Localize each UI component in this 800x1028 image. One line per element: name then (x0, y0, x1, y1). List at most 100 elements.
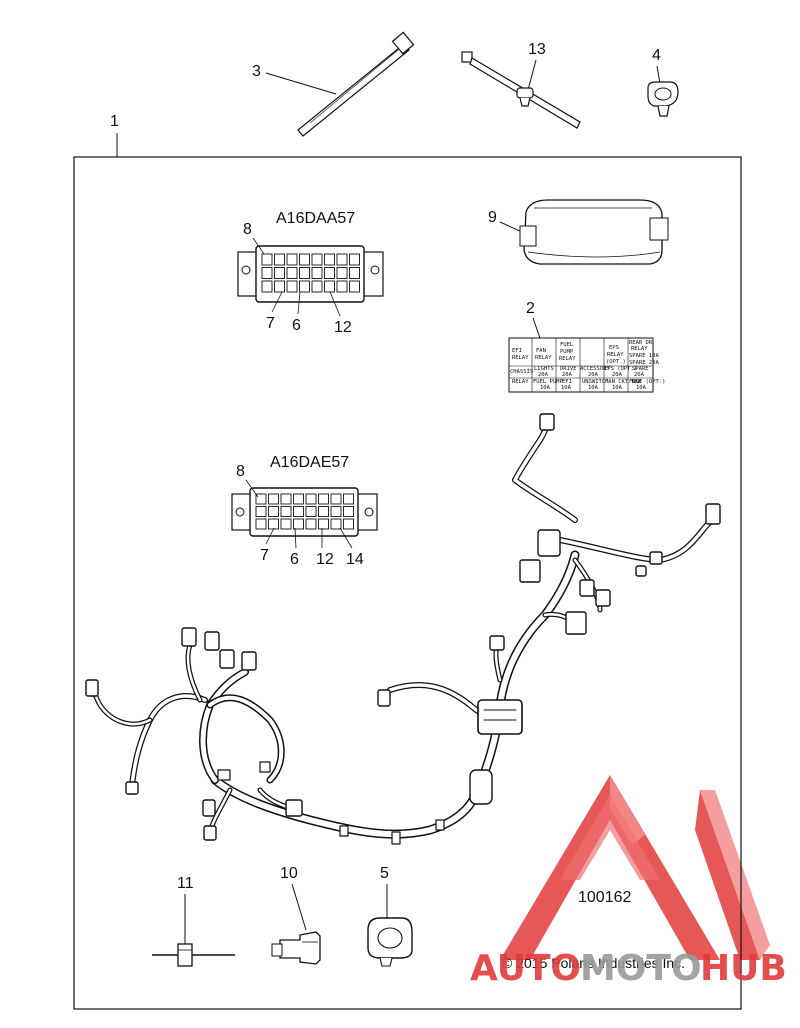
svg-text:RELAY: RELAY (535, 355, 552, 361)
connector-pin (280, 518, 292, 530)
connector-pin (318, 518, 329, 530)
connector-pin (280, 493, 292, 505)
connector-pin (261, 267, 273, 279)
item-4-clip: 4 (647, 47, 679, 117)
connector-pin (343, 506, 354, 517)
svg-text:FAN CKT BKR: FAN CKT BKR (605, 379, 642, 385)
connector-pin (261, 280, 273, 293)
connector-b-label-14: 14 (346, 551, 364, 568)
connector-pin (299, 280, 310, 293)
item-2-fuse-label: 2 EFI RELAY FAN RELAY FUEL PUMP RELAY EP… (508, 300, 665, 393)
connector-a16daa57: A16DAA57 8 7 6 12 (237, 210, 384, 336)
svg-text:(OPT.): (OPT.) (606, 359, 626, 365)
watermark-logo (500, 775, 770, 960)
connector-pin (349, 280, 360, 293)
svg-text:20A: 20A (562, 372, 573, 378)
connector-pin (299, 267, 310, 279)
callout-3-text: 3 (252, 63, 261, 80)
callout-1-text: 1 (110, 113, 119, 130)
callout-4-text: 4 (652, 47, 661, 64)
callout-2-text: 2 (526, 300, 535, 317)
svg-text:CHASSIS: CHASSIS (510, 369, 533, 375)
wiring-harness (85, 413, 721, 845)
svg-text:PUMP: PUMP (560, 349, 574, 355)
svg-text:EPS (OPT.): EPS (OPT.) (604, 366, 637, 372)
connector-pin (274, 253, 285, 266)
connector-b-pins (255, 493, 354, 530)
svg-text:EPS: EPS (609, 345, 619, 351)
svg-text:RELAY: RELAY (512, 379, 529, 385)
connector-pin (349, 253, 360, 266)
svg-text:FUEL: FUEL (560, 342, 574, 348)
connector-a-label-7: 7 (266, 315, 275, 332)
svg-text:AUTO: AUTO (470, 948, 581, 989)
svg-text:ACCESSORY: ACCESSORY (580, 366, 610, 372)
connector-pin (293, 493, 304, 505)
svg-text:RELAY: RELAY (631, 346, 648, 352)
connector-b-label-7: 7 (260, 547, 269, 564)
connector-pin (318, 506, 329, 517)
svg-text:20A: 20A (538, 372, 549, 378)
svg-text:DRIVE: DRIVE (560, 366, 577, 372)
svg-text:MOTO: MOTO (580, 948, 702, 989)
svg-text:EFI: EFI (512, 348, 522, 354)
connector-pin (261, 253, 273, 266)
connector-a16dae57: A16DAE57 8 7 6 12 14 (231, 454, 378, 568)
connector-pin (324, 267, 335, 279)
svg-text:SPARE: SPARE (632, 366, 649, 372)
svg-text:FUEL PUMP: FUEL PUMP (533, 379, 563, 385)
svg-text:RELAY: RELAY (607, 352, 624, 358)
fuse-label-row-1: EFI RELAY FAN RELAY FUEL PUMP RELAY EPS … (512, 340, 659, 366)
callout-9-text: 9 (488, 209, 497, 226)
connector-a-title: A16DAA57 (276, 210, 355, 227)
callout-10-text: 10 (280, 865, 298, 882)
connector-pin (343, 518, 354, 530)
svg-text:FAN: FAN (536, 348, 546, 354)
item-3-cable-tie: 3 (252, 31, 415, 137)
connector-b-title: A16DAE57 (270, 454, 349, 471)
connector-pin (311, 253, 323, 266)
connector-pin (336, 280, 348, 293)
connector-pin (255, 506, 267, 517)
connector-a-label-12: 12 (334, 319, 352, 336)
copyright-notice: © 2015 Polaris Industries Inc. (502, 955, 685, 971)
drawing-number: 100162 (578, 889, 631, 906)
fuse-label-row-2: CHASSIS RELAY LIGHTS 20A DRIVE 20A ACCES… (510, 366, 649, 385)
connector-pin (268, 493, 279, 505)
connector-pin (305, 493, 317, 505)
item-9-fuse-box-cover: 9 (488, 199, 669, 265)
connector-pin (305, 506, 317, 517)
watermark-text: AUTO MOTO HUB (470, 948, 787, 989)
connector-pin (286, 280, 298, 293)
connector-pin (293, 518, 304, 530)
svg-text:10A: 10A (612, 385, 623, 391)
connector-pin (293, 506, 304, 517)
svg-text:10A: 10A (540, 385, 551, 391)
connector-pin (343, 493, 354, 505)
connector-pin (311, 267, 323, 279)
callout-13-text: 13 (528, 41, 546, 58)
connector-pin (311, 280, 323, 293)
svg-text:UNSWITCH: UNSWITCH (582, 379, 609, 385)
svg-text:20A: 20A (588, 372, 599, 378)
connector-a-label-6: 6 (292, 317, 301, 334)
callout-11-text: 11 (177, 875, 194, 892)
svg-text:REAR DR: REAR DR (629, 340, 653, 346)
connector-b-label-6: 6 (290, 551, 299, 568)
item-11-fuse-diode: 11 (152, 875, 235, 967)
callout-1: 1 (110, 113, 119, 157)
connector-pin (324, 253, 335, 266)
svg-text:20A: 20A (612, 372, 623, 378)
connector-b-label-12: 12 (316, 551, 334, 568)
connector-pin (299, 253, 310, 266)
svg-text:10A: 10A (636, 385, 647, 391)
item-10-terminal-connector: 10 (271, 865, 321, 965)
svg-text:HUB: HUB (700, 948, 787, 989)
connector-pin (336, 253, 348, 266)
svg-text:RELAY: RELAY (559, 356, 576, 362)
connector-pin (286, 267, 298, 279)
svg-text:LIGHTS: LIGHTS (534, 366, 554, 372)
connector-pin (318, 493, 329, 505)
svg-text:10A: 10A (588, 385, 599, 391)
